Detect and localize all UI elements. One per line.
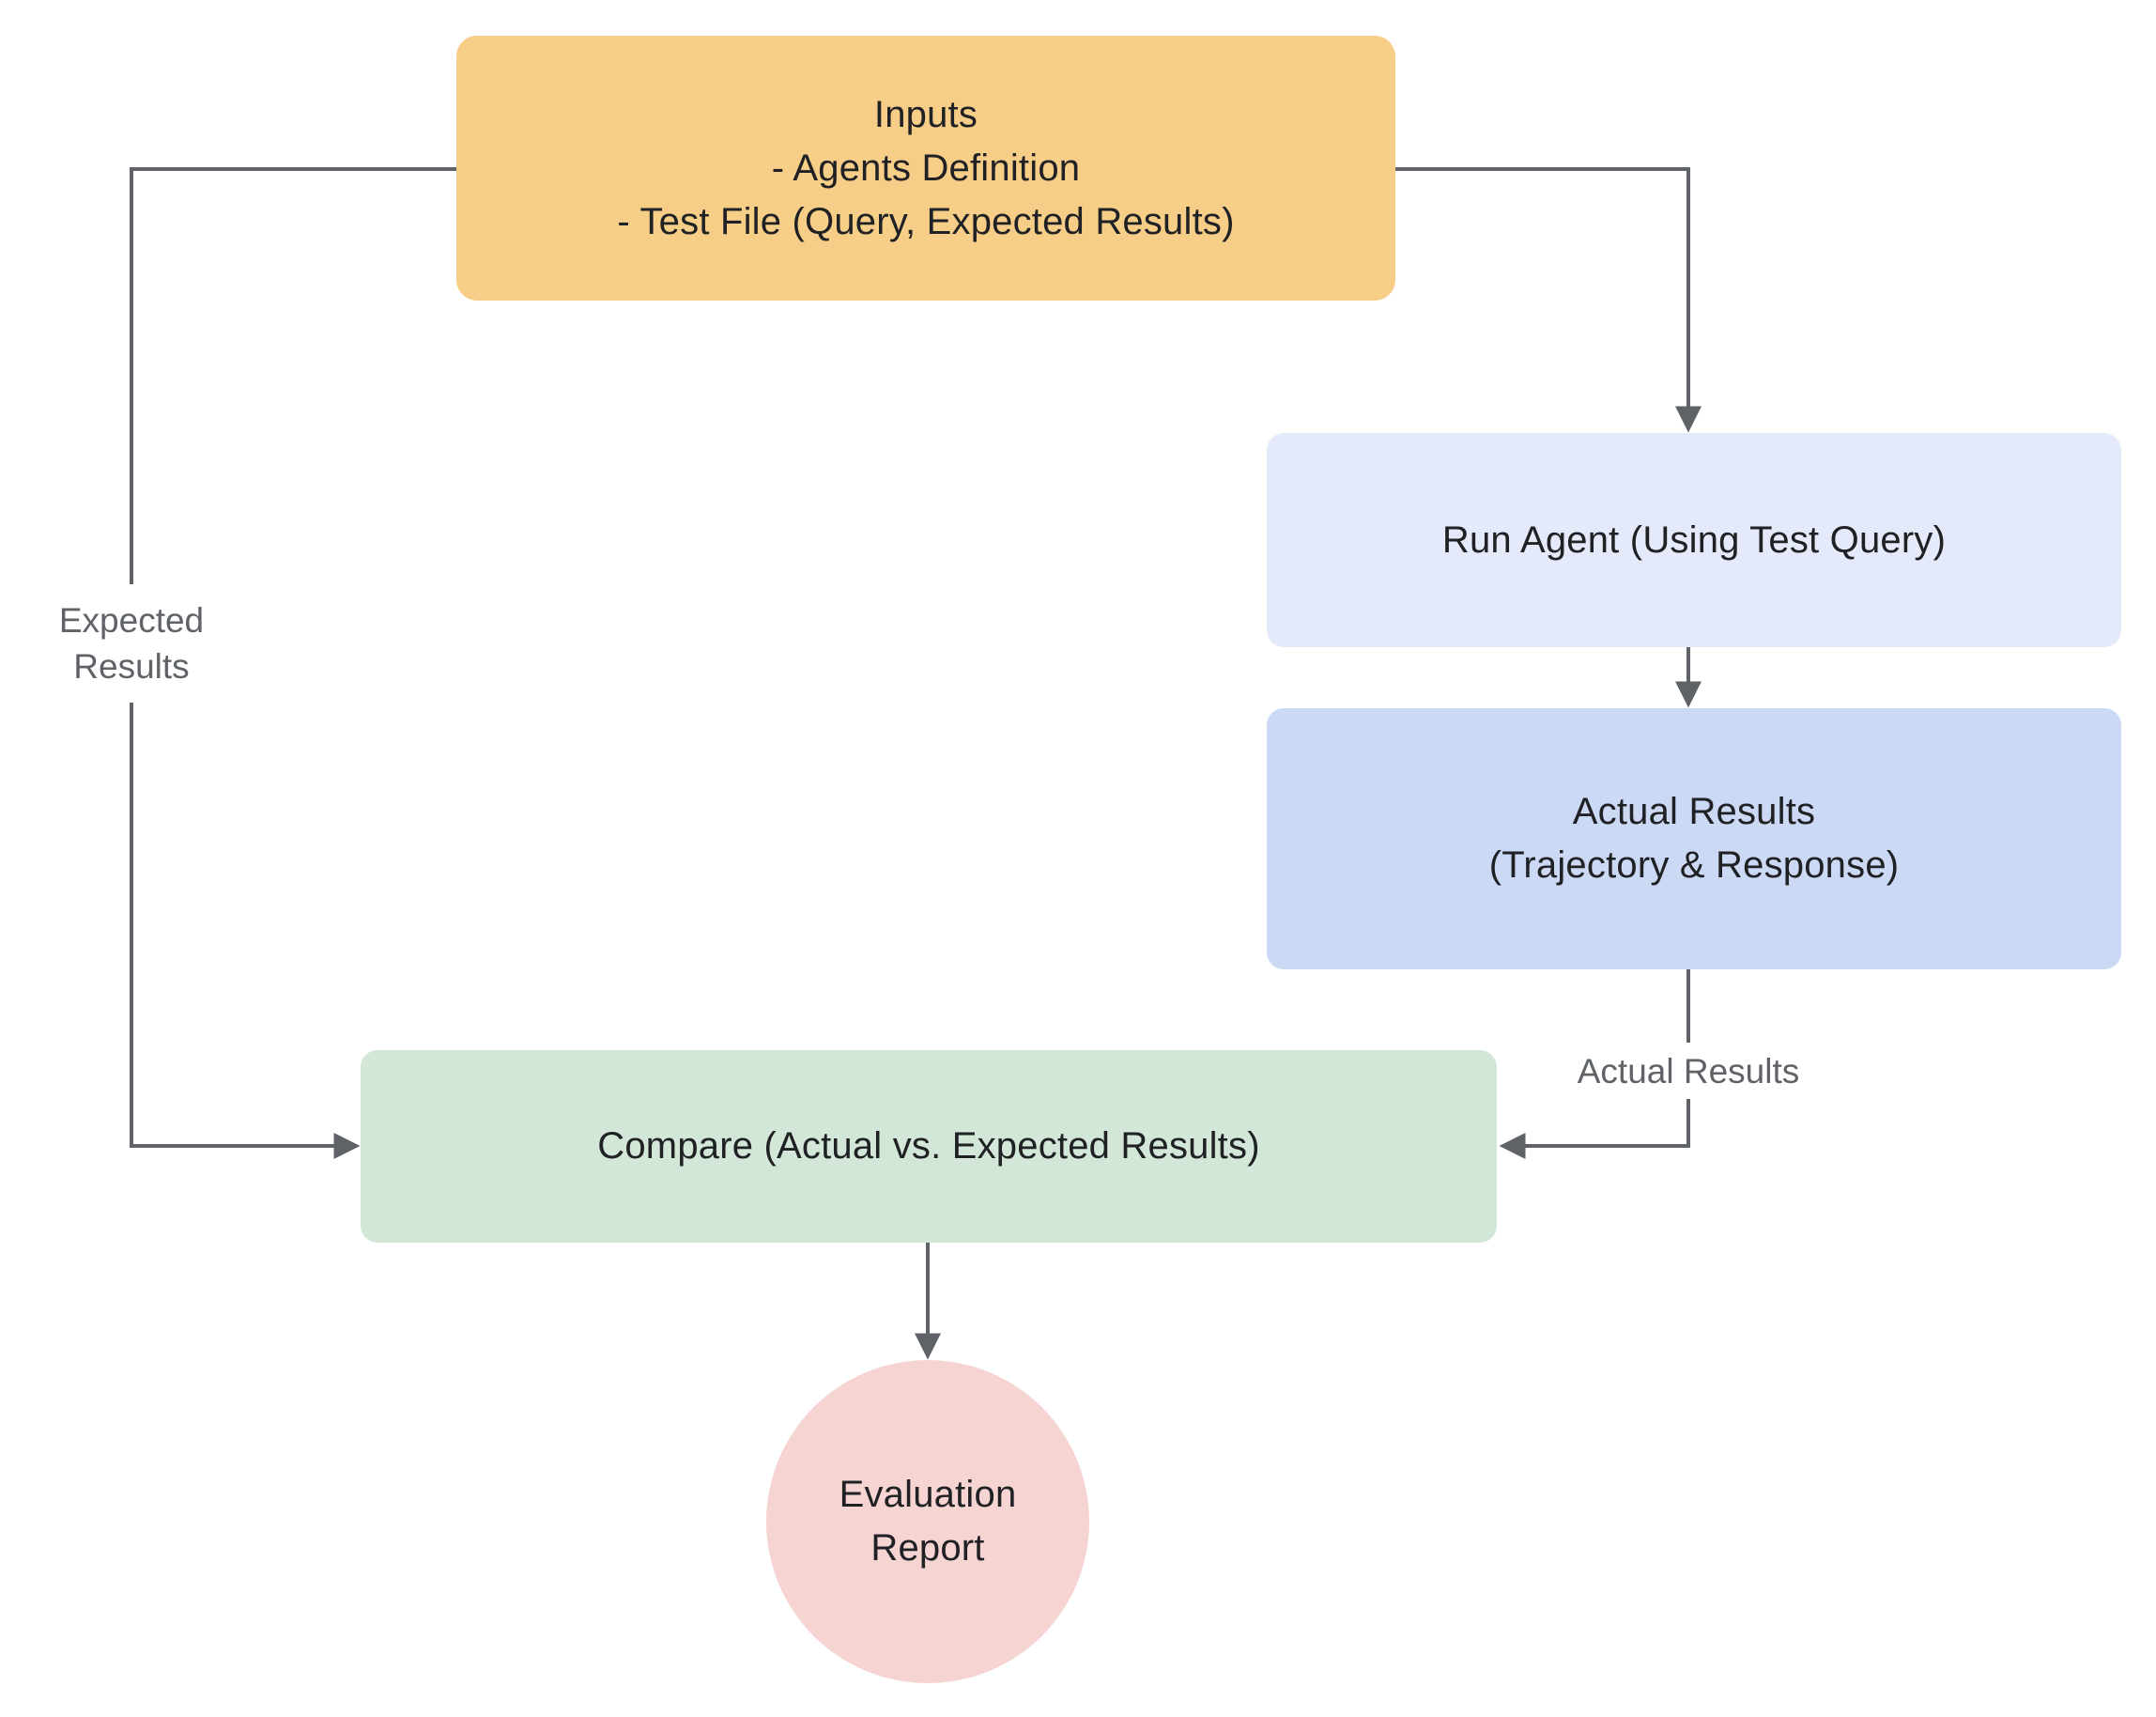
node-run-agent: Run Agent (Using Test Query) [1267, 433, 2121, 647]
node-inputs-item-test-file: - Test File (Query, Expected Results) [617, 200, 1235, 242]
node-inputs-title: Inputs [873, 93, 978, 135]
node-evaluation-report-label-line1: Evaluation [839, 1474, 1017, 1515]
node-inputs: Inputs - Agents Definition - Test File (… [456, 36, 1395, 301]
edge-inputs-to-run-agent [1395, 167, 1702, 433]
edge-inputs-to-compare-lower [130, 703, 361, 1159]
node-actual-results-label-line2: (Trajectory & Response) [1488, 844, 1900, 886]
node-evaluation-report: Evaluation Report [766, 1360, 1089, 1683]
node-compare: Compare (Actual vs. Expected Results) [361, 1050, 1497, 1243]
node-evaluation-report-label-line2: Report [870, 1527, 985, 1569]
node-inputs-item-agents-definition: - Agents Definition [771, 147, 1081, 189]
edge-actual-results-to-compare-lower [1499, 1099, 1690, 1159]
edge-label-actual-results: Actual Results [1577, 1051, 1800, 1091]
node-run-agent-label: Run Agent (Using Test Query) [1441, 518, 1947, 561]
node-actual-results-label-line1: Actual Results [1572, 791, 1816, 832]
edge-inputs-to-compare-upper [130, 167, 456, 584]
node-actual-results: Actual Results (Trajectory & Response) [1267, 708, 2121, 969]
node-compare-label: Compare (Actual vs. Expected Results) [597, 1125, 1260, 1167]
edge-label-expected-results: Expected Results [58, 601, 205, 686]
